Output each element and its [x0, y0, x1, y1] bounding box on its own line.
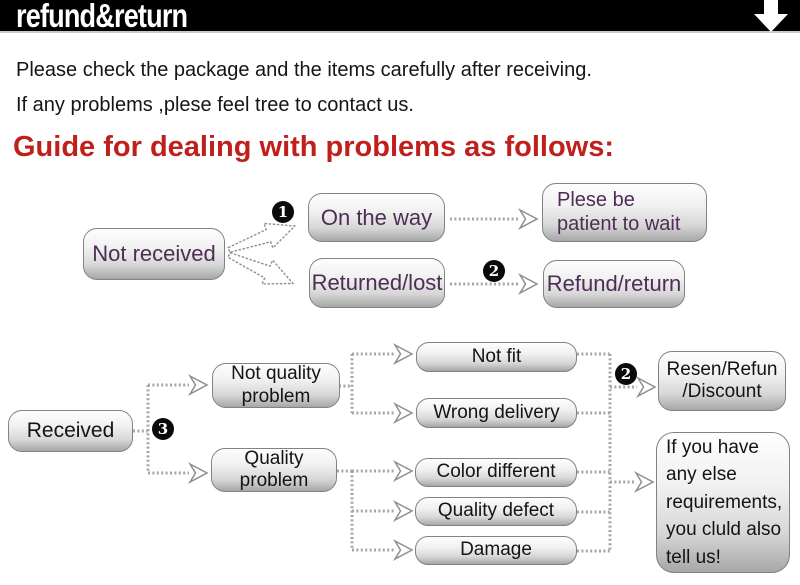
node-not-fit: Not fit [416, 342, 577, 372]
node-label: Not fit [471, 345, 522, 367]
node-label: Wrong delivery [433, 401, 560, 423]
node-label: On the way [320, 204, 433, 230]
banner-title: refund&return [16, 0, 188, 34]
node-damage: Damage [415, 536, 577, 565]
node-returned-lost: Returned/lost [309, 258, 445, 308]
node-on-the-way: On the way [308, 193, 445, 242]
node-label-line2: /Discount [682, 381, 762, 402]
node-label-line1: Not quality [231, 363, 321, 385]
node-please-wait: Plese be patient to wait [542, 183, 707, 242]
badge-step-2b: 2 [615, 363, 637, 385]
intro-line-2: If any problems ,plese feel tree to cont… [16, 94, 414, 116]
node-not-quality-problem: Not quality problem [212, 363, 340, 408]
badge-number: 2 [488, 262, 500, 280]
node-label: Received [26, 418, 115, 442]
banner: refund&return [0, 0, 800, 33]
node-label-line3: requirements, [666, 491, 783, 513]
node-label-line1: If you have [666, 437, 759, 459]
node-label: Damage [460, 539, 532, 561]
node-more-requirements: If you have any else requirements, you c… [656, 432, 790, 573]
node-label-line5: tell us! [666, 546, 721, 568]
node-wrong-delivery: Wrong delivery [416, 398, 577, 428]
node-label-line1: Resen/Refun [666, 358, 778, 380]
guide-heading: Guide for dealing with problems as follo… [13, 131, 614, 163]
node-refund-return: Refund/return [543, 260, 685, 308]
node-resend-refund-discount: Resen/Refun /Discount [658, 351, 786, 411]
node-label: Returned/lost [311, 270, 443, 296]
node-label-line1: Quality [244, 447, 304, 469]
down-arrow-icon [754, 0, 788, 32]
node-label: Color different [436, 461, 556, 483]
badge-number: 3 [157, 420, 169, 438]
node-label-line4: you cluld also [666, 519, 782, 541]
badge-step-2: 2 [483, 260, 505, 282]
intro-line-1: Please check the package and the items c… [16, 59, 592, 81]
node-label: Not received [92, 241, 216, 267]
node-label: Refund/return [546, 271, 682, 297]
node-quality-defect: Quality defect [415, 497, 577, 526]
node-not-received: Not received [83, 228, 225, 280]
badge-step-1: 1 [272, 201, 294, 223]
node-label-line2: patient to wait [557, 212, 681, 235]
node-quality-problem: Quality problem [211, 448, 337, 492]
node-label-line2: problem [241, 385, 311, 407]
node-color-different: Color different [415, 458, 577, 487]
badge-number: 2 [620, 365, 632, 383]
node-received: Received [8, 410, 133, 452]
badge-step-3: 3 [152, 418, 174, 440]
node-label-line2: problem [239, 470, 309, 491]
badge-number: 1 [277, 203, 289, 221]
node-label: Quality defect [437, 500, 555, 522]
node-label-line2: any else [666, 464, 737, 486]
node-label-line1: Plese be [557, 188, 635, 211]
